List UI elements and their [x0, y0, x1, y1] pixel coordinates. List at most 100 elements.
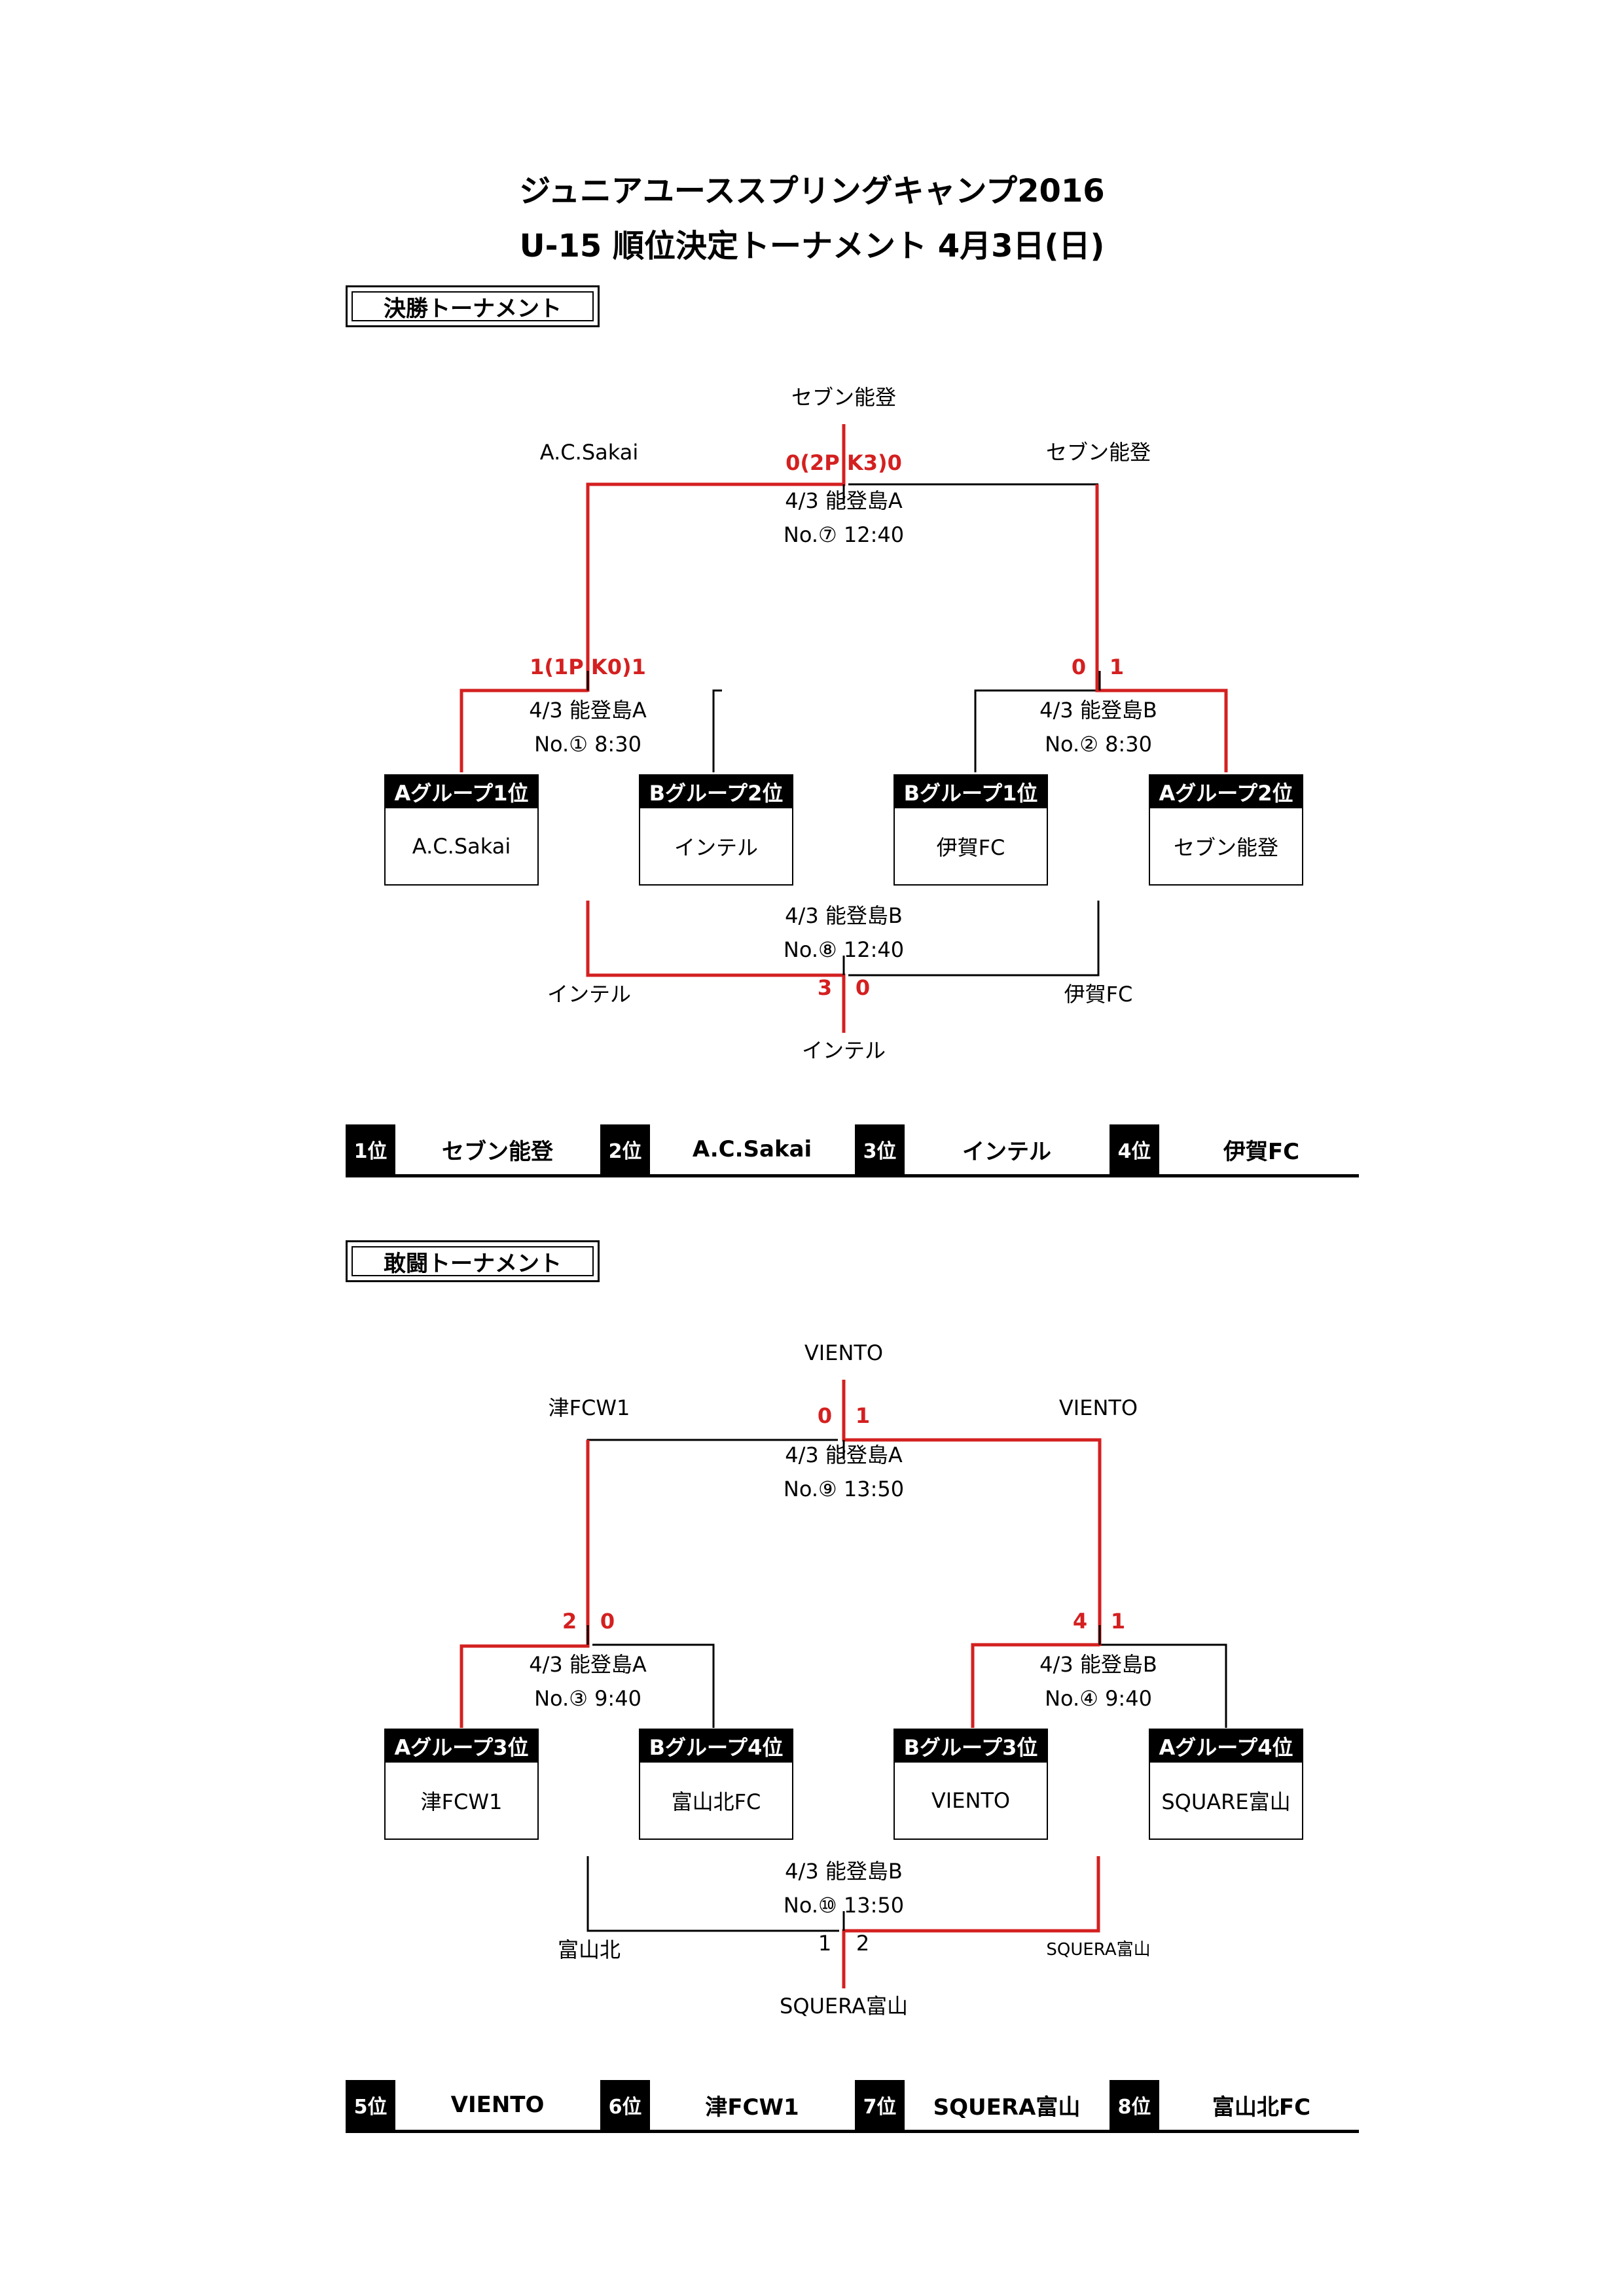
cons-line-black-semi2-right: [1100, 1643, 1227, 1728]
final-line-red-champion: [586, 424, 846, 692]
third-line-black: [848, 901, 1100, 977]
consolation-section-label: 敢闘トーナメント: [352, 1246, 594, 1277]
team-card-name: インテル: [674, 835, 758, 860]
rank-badge: 6位: [600, 2080, 650, 2130]
rank-entry: 7位 SQUERA富山: [855, 2080, 1109, 2130]
cons-line-red-champion: [842, 1380, 1102, 1646]
team-card-name: セブン能登: [1173, 835, 1278, 860]
rank-team-name: セブン能登: [442, 1138, 553, 1165]
semi2-score-right: 1: [1109, 655, 1125, 679]
third-score-left: 3: [817, 975, 833, 1000]
cons-semi2-match-number: No.④ 9:40: [1045, 1686, 1152, 1711]
team-card-header: Aグループ1位: [386, 776, 537, 808]
final-left-team-label: A.C.Sakai: [539, 440, 639, 465]
team-card-a1: Aグループ1位 A.C.Sakai: [384, 774, 539, 886]
cons-third-venue: 4/3 能登島B: [785, 1859, 903, 1884]
rank-entry: 8位 富山北FC: [1110, 2080, 1363, 2130]
rank-badge: 7位: [855, 2080, 905, 2130]
team-card-a2: Aグループ2位 セブン能登: [1149, 774, 1303, 886]
team-card-name: 富山北FC: [671, 1789, 761, 1814]
cons-final-score-right: 1: [855, 1403, 871, 1428]
team-card-header: Aグループ4位: [1150, 1730, 1302, 1763]
final-section-label: 決勝トーナメント: [352, 291, 594, 322]
cons-line-red-left-final: [460, 1440, 590, 1728]
team-card-a4: Aグループ4位 SQUARE富山: [1149, 1729, 1303, 1840]
rank-team-name: インテル: [962, 1138, 1051, 1165]
team-card-name: 津FCW1: [420, 1789, 503, 1814]
rank-badge: 8位: [1110, 2080, 1159, 2130]
cons-third-black: [586, 1856, 839, 1932]
rank-team-name: 津FCW1: [705, 2094, 799, 2121]
semi1-match-number: No.① 8:30: [534, 732, 641, 757]
rank-team-name: A.C.Sakai: [692, 1136, 812, 1162]
third-line-red: [586, 901, 846, 1033]
cons-line-red-semi2: [971, 1643, 1100, 1728]
rank-team-name: SQUERA富山: [933, 2094, 1081, 2121]
team-card-header: Bグループ1位: [895, 776, 1047, 808]
team-card-b3: Bグループ3位 VIENTO: [893, 1729, 1048, 1840]
cons-final-score-left: 0: [817, 1403, 833, 1428]
team-card-header: Bグループ3位: [895, 1730, 1047, 1763]
final-match-number: No.⑦ 12:40: [783, 522, 905, 547]
rank-entry: 3位 インテル: [855, 1124, 1109, 1174]
semi1-venue: 4/3 能登島A: [529, 698, 647, 723]
cons-third-match-number: No.⑩ 13:50: [783, 1893, 905, 1918]
team-card-b4: Bグループ4位 富山北FC: [639, 1729, 793, 1840]
cons-third-score-left: 1: [818, 1931, 832, 1956]
rank-entry: 2位 A.C.Sakai: [600, 1124, 854, 1174]
cons-semi1-score-left: 2: [562, 1609, 577, 1634]
cons-semi1-venue: 4/3 能登島A: [529, 1652, 647, 1677]
rank-entry: 4位 伊賀FC: [1110, 1124, 1363, 1174]
team-card-name: SQUARE富山: [1161, 1789, 1291, 1814]
final-line-red-semi1: [460, 689, 588, 772]
rank-badge: 4位: [1110, 1124, 1159, 1174]
cons-line-black-semi1-right: [592, 1643, 715, 1728]
team-card-header: Bグループ4位: [640, 1730, 792, 1763]
team-card-b1: Bグループ1位 伊賀FC: [893, 774, 1048, 886]
document-title-line2: U-15 順位決定トーナメント 4月3日(日): [519, 228, 1105, 264]
third-match-number: No.⑧ 12:40: [783, 937, 905, 962]
rank-team-name: VIENTO: [450, 2092, 545, 2118]
third-winner-label: インテル: [801, 1038, 886, 1063]
rank-team-name: 富山北FC: [1212, 2094, 1311, 2121]
third-match-venue: 4/3 能登島B: [785, 903, 903, 928]
final-right-team-label: セブン能登: [1045, 440, 1151, 465]
consolation-section-heading: 敢闘トーナメント: [346, 1240, 600, 1282]
rank-entry: 5位 VIENTO: [346, 2080, 600, 2130]
rank-entry: 6位 津FCW1: [600, 2080, 854, 2130]
semi2-score-left: 0: [1071, 655, 1087, 679]
team-card-name: A.C.Sakai: [412, 834, 511, 859]
semi2-venue: 4/3 能登島B: [1039, 698, 1157, 723]
cons-final-venue: 4/3 能登島A: [785, 1443, 903, 1467]
cons-semi1-match-number: No.③ 9:40: [534, 1686, 641, 1711]
semi2-match-number: No.② 8:30: [1045, 732, 1152, 757]
cons-third-right-team-label: SQUERA富山: [1046, 1940, 1151, 1960]
cons-line-black-top-left: [586, 1439, 838, 1442]
final-score: 0(2P K3)0: [785, 450, 902, 475]
rank-badge: 3位: [855, 1124, 905, 1174]
consolation-ranking-bar: 5位 VIENTO 6位 津FCW1 7位 SQUERA富山 8位 富山北FC: [346, 2080, 1359, 2133]
final-line-black-semi1-right: [712, 689, 722, 772]
rank-badge: 1位: [346, 1124, 395, 1174]
final-champion-label: セブン能登: [791, 385, 897, 410]
third-right-team-label: 伊賀FC: [1064, 982, 1133, 1007]
cons-third-red: [842, 1856, 1100, 1988]
final-section-heading: 決勝トーナメント: [346, 285, 600, 327]
third-left-team-label: インテル: [547, 982, 632, 1007]
team-card-header: Aグループ3位: [386, 1730, 537, 1763]
team-card-b2: Bグループ2位 インテル: [639, 774, 793, 886]
final-ranking-bar: 1位 セブン能登 2位 A.C.Sakai 3位 インテル 4位 伊賀FC: [346, 1124, 1359, 1177]
cons-third-score-right: 2: [856, 1931, 870, 1956]
cons-semi2-venue: 4/3 能登島B: [1039, 1652, 1157, 1677]
cons-third-left-team-label: 富山北: [557, 1937, 621, 1962]
team-card-name: VIENTO: [931, 1788, 1011, 1813]
team-card-name: 伊賀FC: [936, 835, 1005, 860]
cons-third-winner-label: SQUERA富山: [780, 1994, 908, 2018]
final-line-black-semi2-left: [974, 689, 1100, 772]
document-title-line1: ジュニアユーススプリングキャンプ2016: [519, 173, 1105, 209]
semi1-score: 1(1P K0)1: [530, 655, 646, 679]
rank-team-name: 伊賀FC: [1223, 1138, 1300, 1165]
third-score-right: 0: [855, 975, 871, 1000]
